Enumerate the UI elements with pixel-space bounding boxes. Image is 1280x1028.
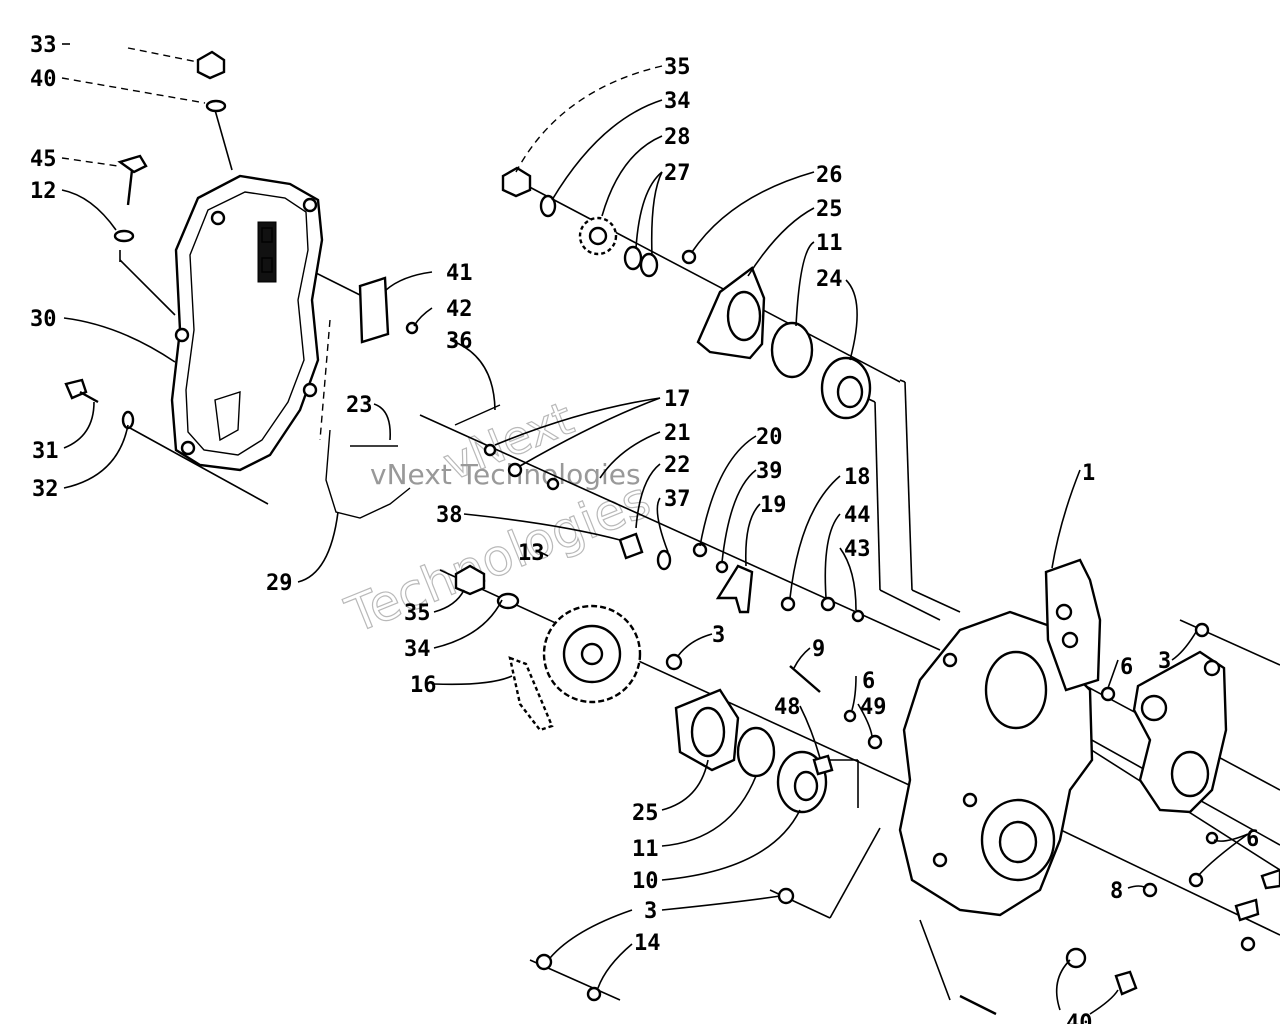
callout-18: 18 [844,465,871,490]
callout-16: 16 [410,673,437,698]
lower-bearing-assembly [674,688,828,814]
chaincase-housing [898,558,1102,917]
callout-13: 13 [518,541,545,566]
callout-42: 42 [446,297,473,322]
callout-19: 19 [760,493,787,518]
callout-27: 27 [664,161,691,186]
callout-3-a: 3 [712,623,725,648]
callout-labels: 33 40 45 12 30 31 32 29 23 41 42 36 17 2… [30,33,1259,1028]
callout-44: 44 [844,503,871,528]
callout-34-lower: 34 [404,637,431,662]
callout-17: 17 [664,387,691,412]
callout-30: 30 [30,307,57,332]
callout-1: 1 [1082,461,1095,486]
lever-parts [618,532,754,614]
callout-10: 10 [632,869,659,894]
upper-bearing-assembly [696,266,872,420]
callout-33: 33 [30,33,57,58]
callout-11-lower: 11 [632,837,659,862]
callout-37: 37 [664,487,691,512]
callout-22: 22 [664,453,691,478]
callout-48: 48 [774,695,801,720]
callout-14: 14 [634,931,661,956]
callout-41: 41 [446,261,473,286]
callout-3-b: 3 [1158,649,1171,674]
callout-49: 49 [860,695,887,720]
callout-24: 24 [816,267,843,292]
callout-6-a: 6 [862,669,875,694]
callout-25-upper: 25 [816,197,843,222]
callout-40-lower: 40 [1066,1011,1093,1024]
callout-40: 40 [30,67,57,92]
callout-31: 31 [32,439,59,464]
callout-6-b: 6 [1120,655,1133,680]
leader-lines [61,43,1249,1015]
callout-38: 38 [436,503,463,528]
callout-11-upper: 11 [816,231,843,256]
callout-35-lower: 35 [404,601,431,626]
callout-23: 23 [346,393,373,418]
callout-6-c: 6 [1246,827,1259,852]
lower-sprocket-assembly [454,564,642,732]
mid-hardware [535,596,1280,1016]
callout-8: 8 [1110,879,1123,904]
callout-9: 9 [812,637,825,662]
callout-35-upper: 35 [664,55,691,80]
callout-21: 21 [664,421,691,446]
chaincase-cover [170,174,324,472]
callout-12: 12 [30,179,57,204]
watermark-line2: vNext Technologies [370,458,641,491]
tensioner-parts [325,404,560,519]
callout-43: 43 [844,537,871,562]
callout-20: 20 [756,425,783,450]
callout-39: 39 [756,459,783,484]
callout-45: 45 [30,147,57,172]
callout-32: 32 [32,477,59,502]
callout-34-upper: 34 [664,89,691,114]
callout-29: 29 [266,571,293,596]
cover-fasteners [64,50,227,430]
callout-28: 28 [664,125,691,150]
callout-36: 36 [446,329,473,354]
tensioner-bracket [1132,650,1228,814]
callout-25-lower: 25 [632,801,659,826]
upper-sprocket-assembly [501,166,697,278]
callout-26: 26 [816,163,843,188]
callout-3-c: 3 [644,899,657,924]
